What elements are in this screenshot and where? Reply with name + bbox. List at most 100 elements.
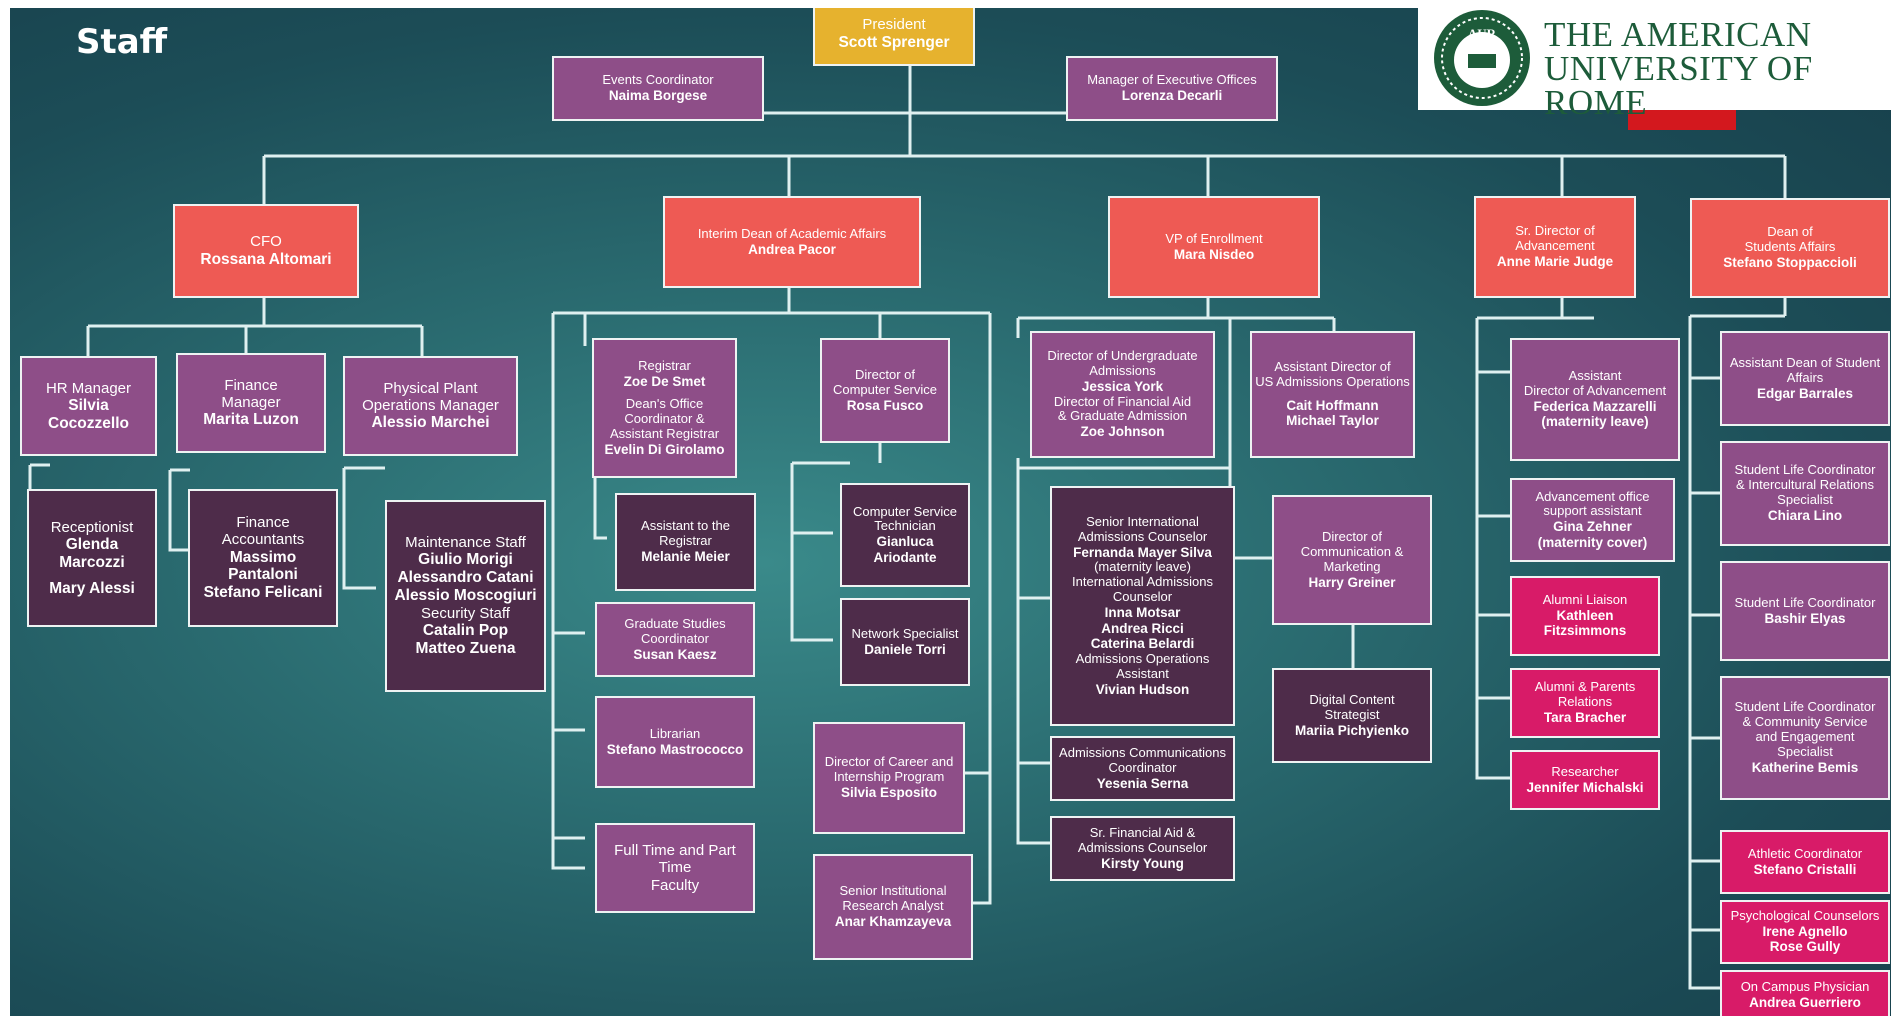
role-title: and Engagement [1755, 729, 1855, 745]
role-title: support assistant [1543, 503, 1642, 519]
person-name: (maternity cover) [1537, 534, 1648, 550]
role-title: CFO [250, 233, 282, 251]
person-name: Alessio Marchei [371, 414, 490, 432]
person-name: Stefano Felicani [203, 584, 323, 602]
person-name: Irene Agnello [1762, 923, 1848, 939]
role-title: & Graduate Admission [1057, 408, 1188, 424]
role-title: Alumni Liaison [1542, 592, 1628, 608]
role-title: Registrar [659, 533, 712, 549]
person-name: Glenda [65, 535, 119, 553]
person-name: Cocozzello [48, 414, 129, 432]
person-name: Kirsty Young [1101, 855, 1184, 871]
role-title: Advancement office [1535, 488, 1650, 504]
role-title: Senior Institutional [839, 883, 947, 899]
role-title: HR Manager [45, 379, 132, 397]
person-name: Cait Hoffmann [1286, 397, 1379, 413]
role-title: (maternity leave) [1094, 559, 1191, 575]
role-title: Network Specialist [851, 625, 959, 641]
person-name: Jessica York [1081, 378, 1164, 394]
role-title: Student Life Coordinator [1734, 594, 1876, 610]
role-title: Athletic Coordinator [1747, 845, 1863, 861]
person-name: Zoe Johnson [1080, 424, 1165, 440]
person-name: Ariodante [873, 549, 937, 565]
svg-text:AUR: AUR [1468, 26, 1497, 41]
university-name-line2: UNIVERSITY OF ROME [1544, 49, 1813, 122]
role-title: Receptionist [50, 518, 134, 536]
person-name: Silvia [68, 396, 109, 414]
role-title: Admissions Counselor [1077, 839, 1208, 855]
person-name: Gianluca [876, 534, 934, 550]
role-title: Director of [855, 366, 915, 382]
role-title: Marketing [1323, 558, 1381, 574]
person-name: Michael Taylor [1286, 413, 1379, 429]
role-title: Specialist [1777, 492, 1833, 508]
role-title: Senior International [1086, 513, 1199, 529]
role-title: Finance [236, 514, 290, 532]
person-name: Pantaloni [228, 566, 298, 584]
role-title: Admissions [1089, 363, 1156, 379]
role-title: Manager of Executive Offices [1087, 72, 1257, 88]
role-title: Relations [1557, 694, 1613, 710]
role-title: Researcher [1551, 763, 1619, 779]
role-title: Assistant [1568, 368, 1622, 384]
role-title: Coordinator [1108, 759, 1177, 775]
role-title: Computer Service [832, 381, 938, 397]
role-title: Student Life Coordinator [1734, 462, 1876, 478]
person-name: Giulio Morigi [418, 551, 513, 569]
role-title: Assistant Registrar [609, 425, 720, 441]
person-name: Lorenza Decarli [1121, 88, 1223, 104]
person-name: Silvia Esposito [840, 785, 938, 801]
role-title: Sr. Director of Advancement [1515, 223, 1595, 254]
person-name: (maternity leave) [1541, 414, 1649, 430]
person-name: Caterina Belardi [1090, 636, 1195, 652]
role-title: Director of Undergraduate [1047, 348, 1198, 364]
role-title: Communication & [1300, 543, 1404, 559]
person-name: Scott Sprenger [838, 33, 950, 51]
person-name: Edgar Barrales [1756, 385, 1854, 401]
person-name: Stefano Cristalli [1753, 861, 1857, 877]
person-name: Matteo Zuena [415, 639, 516, 657]
role-title: Maintenance Staff [405, 534, 526, 552]
person-name: Anar Khamzayeva [834, 914, 952, 930]
role-title: Assistant [1116, 665, 1169, 681]
person-name: Bashir Elyas [1764, 610, 1846, 626]
role-title: US Admissions Operations [1255, 373, 1410, 389]
role-title: Time [658, 859, 692, 877]
role-title: Coordinator & [624, 411, 705, 426]
role-title: Finance [224, 376, 278, 394]
person-name: Mara Nisdeo [1173, 246, 1255, 262]
person-name: Zoe De Smet [623, 373, 706, 389]
person-name: Vivian Hudson [1095, 681, 1190, 697]
person-name: Rose Gully [1769, 939, 1841, 955]
person-name: Chiara Lino [1767, 508, 1843, 524]
role-title: Director of [1322, 528, 1382, 544]
role-title: Interim Dean of Academic Affairs [697, 225, 887, 241]
role-title: VP of Enrollment [1165, 230, 1263, 246]
person-name: Mary Alessi [49, 579, 135, 597]
role-title: & Intercultural Relations [1735, 477, 1874, 493]
role-title: Director of Career and [824, 754, 954, 770]
person-name: Inna Motsar [1104, 605, 1181, 621]
role-title: Dean's Office [625, 396, 704, 412]
person-name: Susan Kaesz [633, 646, 717, 662]
role-title: Admissions Operations [1075, 650, 1210, 666]
